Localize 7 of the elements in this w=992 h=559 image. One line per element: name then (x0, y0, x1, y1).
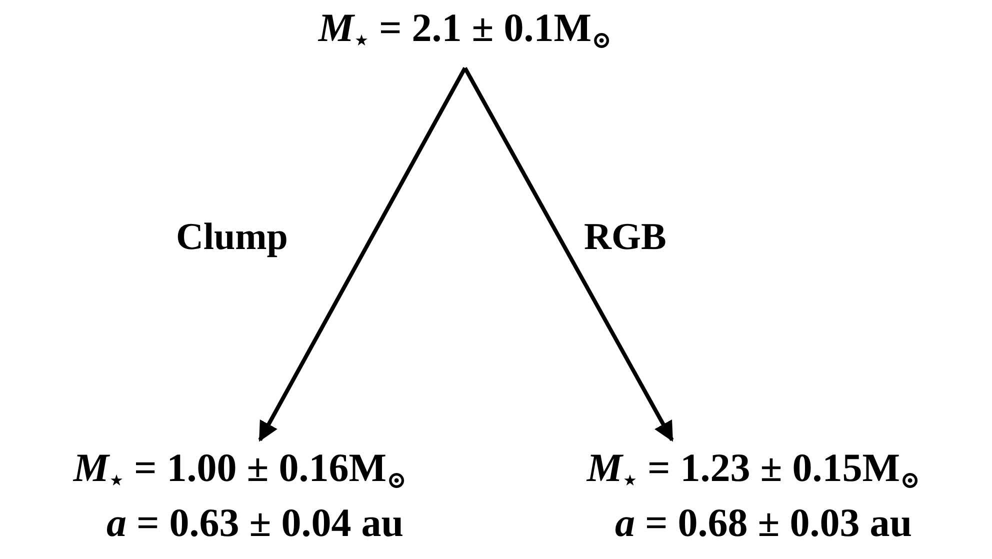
equation-text: a = 0.63 ± 0.04 au (106, 499, 404, 547)
equation-text: M$_{⋆}$ = 1.23 ± 0.15M$_{⊙}$ (586, 444, 920, 494)
equation-text: M$_{⋆}$ = 2.1 ± 0.1M$_{⊙}$ (318, 4, 612, 54)
arrow (463, 67, 674, 442)
equation-text: a = 0.68 ± 0.03 au (614, 499, 912, 547)
equation-text: M$_{⋆}$ = 1.00 ± 0.16M$_{⊙}$ (73, 444, 407, 494)
arrow (258, 67, 467, 442)
